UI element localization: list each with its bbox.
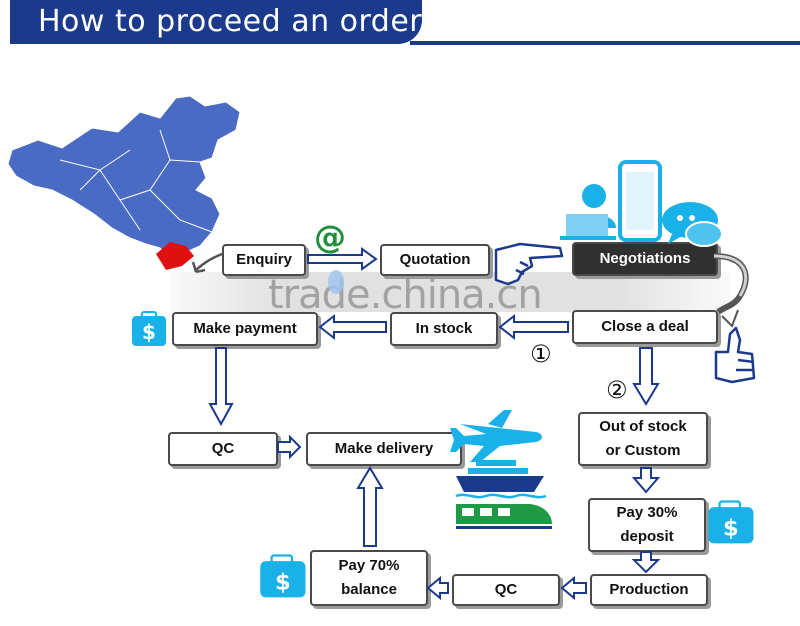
step-make-payment: Make payment xyxy=(172,312,318,346)
step-qc-left-label: QC xyxy=(211,440,235,457)
step-enquiry: Enquiry xyxy=(222,244,306,276)
step-in-stock: In stock xyxy=(390,312,498,346)
step-close-deal-label: Close a deal xyxy=(601,318,689,335)
route-1-marker: ① xyxy=(530,340,552,368)
header-banner: How to proceed an order xyxy=(10,0,422,44)
arrow-production-qc xyxy=(560,575,587,601)
step-qc-bottom: QC xyxy=(452,574,560,606)
step-qc-bottom-label: QC xyxy=(494,581,518,598)
step-pay-balance-line1: Pay 70% xyxy=(338,557,400,574)
airplane-icon xyxy=(450,410,542,462)
step-pay-deposit-line1: Pay 30% xyxy=(616,504,678,521)
page-title: How to proceed an order xyxy=(38,4,423,39)
step-make-delivery: Make delivery xyxy=(306,432,462,466)
step-production-label: Production xyxy=(609,581,689,598)
step-qc-left: QC xyxy=(168,432,278,466)
step-quotation-label: Quotation xyxy=(399,251,471,268)
step-enquiry-label: Enquiry xyxy=(236,251,292,268)
email-icon: @ xyxy=(314,218,346,256)
smartphone-icon xyxy=(618,160,662,242)
arrow-enquiry-quotation xyxy=(307,247,378,271)
step-pay-balance: Pay 70% balance xyxy=(310,550,428,606)
money-bag-dollar: $ xyxy=(142,320,156,344)
step-production: Production xyxy=(590,574,708,606)
header-rule xyxy=(410,41,800,45)
step-pay-balance-line2: balance xyxy=(341,581,397,598)
arrow-instock-payment xyxy=(318,313,387,341)
arrow-close-outofstock xyxy=(632,347,660,406)
arrow-qc-delivery xyxy=(277,434,302,460)
watermark-band xyxy=(170,272,730,312)
train-icon xyxy=(456,504,552,529)
step-out-of-stock-line2: or Custom xyxy=(605,442,681,459)
step-out-of-stock-line1: Out of stock xyxy=(599,418,687,435)
step-negotiations-label: Negotiations xyxy=(599,250,691,267)
money-bag-dollar: $ xyxy=(723,515,739,541)
step-negotiations: Negotiations xyxy=(572,242,718,276)
step-close-deal: Close a deal xyxy=(572,310,718,344)
route-2-marker: ② xyxy=(606,376,628,404)
step-make-payment-label: Make payment xyxy=(193,320,297,337)
money-bag-dollar: $ xyxy=(275,569,291,595)
step-out-of-stock: Out of stock or Custom xyxy=(578,412,708,466)
step-pay-deposit: Pay 30% deposit xyxy=(588,498,706,552)
step-pay-deposit-line2: deposit xyxy=(620,528,674,545)
step-in-stock-label: In stock xyxy=(415,320,473,337)
money-bag-icon: $ xyxy=(260,554,306,598)
arrow-outofstock-deposit xyxy=(631,467,661,494)
money-bag-icon: $ xyxy=(132,311,166,346)
arrow-close-instock xyxy=(498,313,569,341)
step-quotation: Quotation xyxy=(380,244,490,276)
money-bag-icon: $ xyxy=(708,500,754,544)
chat-bubble-icon xyxy=(662,202,723,247)
arrow-balance-delivery xyxy=(356,466,384,547)
step-make-delivery-label: Make delivery xyxy=(334,440,434,457)
arrow-deposit-production xyxy=(631,551,661,574)
ship-icon xyxy=(455,460,547,499)
arrow-qc-balance xyxy=(426,575,449,601)
person-at-laptop-icon xyxy=(560,184,616,240)
arrow-payment-qc xyxy=(208,347,234,427)
